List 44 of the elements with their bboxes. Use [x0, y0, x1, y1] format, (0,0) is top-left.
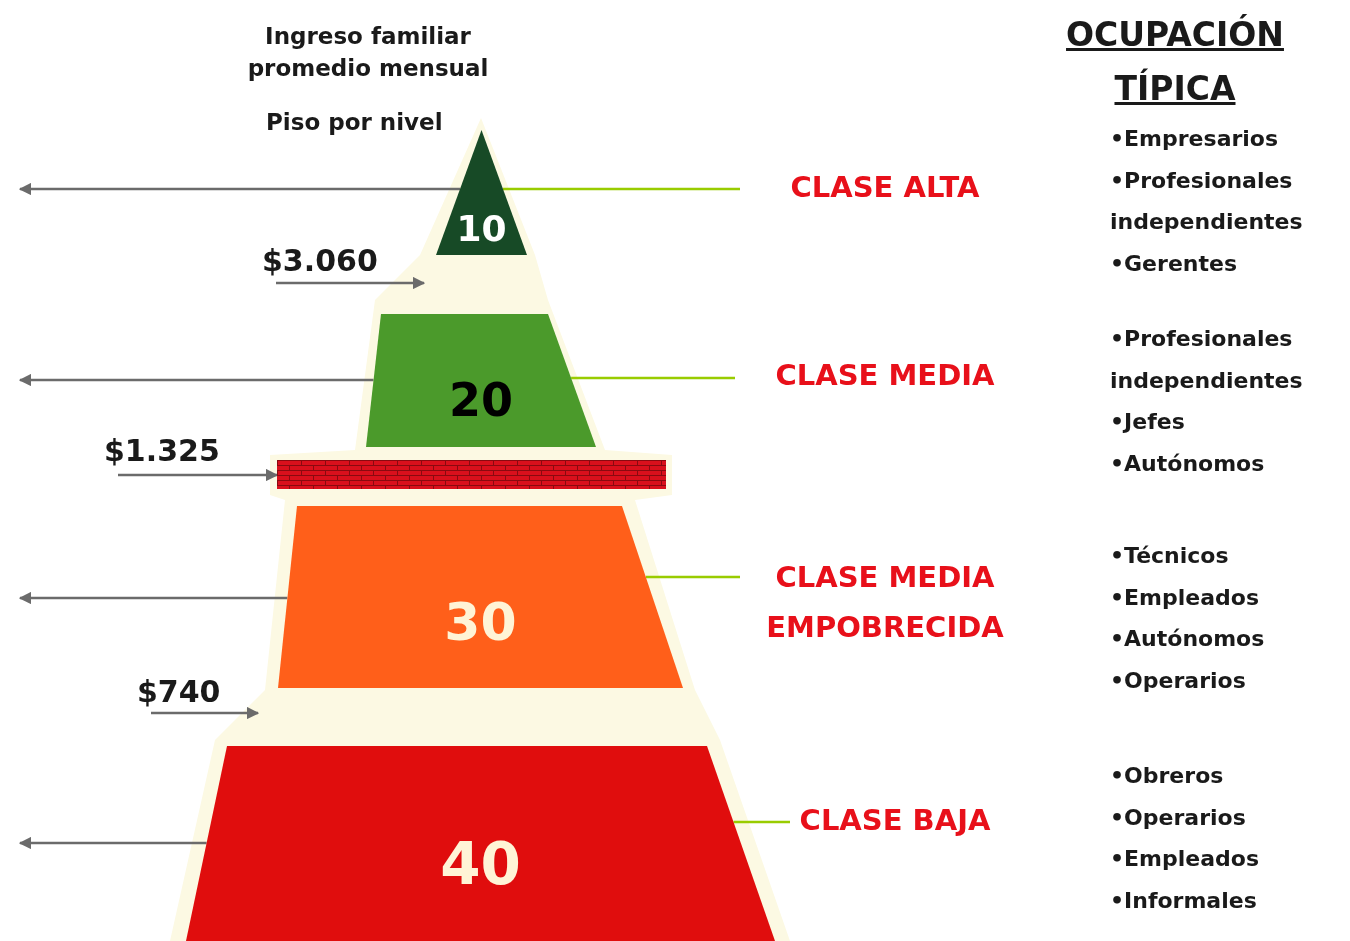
occupation-item: •Gerentes: [1110, 249, 1238, 278]
occupation-item: •Técnicos: [1110, 542, 1230, 570]
pyramid-level-trapezoid: [278, 506, 683, 688]
class-label: CLASE BAJA: [790, 795, 1000, 895]
column-heading: Ingreso familiar promedio mensual: [246, 22, 490, 83]
pyramid-level-trapezoid: [186, 746, 775, 941]
level-number: 30: [444, 596, 517, 654]
occupation-item: •Jefes: [1110, 408, 1186, 436]
connector-line: [733, 820, 790, 824]
connector-line: [645, 575, 740, 579]
occupation-item: •Autónomos: [1110, 625, 1266, 653]
column-subheading: Piso por nivel: [266, 108, 443, 137]
income-floor-value: $1.325: [104, 433, 236, 469]
occupation-item: •Autónomos: [1110, 449, 1266, 478]
arrow: [18, 836, 207, 850]
arrow: [118, 468, 279, 482]
arrow: [18, 182, 460, 196]
occupation-item: •Empleados: [1110, 583, 1261, 612]
level-number: 20: [449, 377, 513, 429]
class-label: CLASE MEDIA: [735, 350, 1035, 400]
pyramid-level-trapezoid: [366, 314, 596, 447]
connector-line: [571, 376, 735, 380]
occupation-item: •Operarios: [1110, 803, 1247, 832]
occupation-item: •Empleados: [1110, 845, 1261, 873]
occupation-item: •Profesionales independientes: [1110, 325, 1304, 395]
connector-line: [503, 187, 740, 191]
level-number: 10: [456, 211, 507, 251]
income-floor-value: $3.060: [262, 243, 397, 279]
level-number: 40: [440, 835, 521, 900]
occupation-item: •Operarios: [1110, 666, 1247, 695]
class-label: CLASE ALTA: [740, 162, 1030, 212]
arrow: [276, 276, 426, 290]
occupation-item: •Profesionales independientes: [1110, 166, 1304, 236]
pyramid-level-triangle: [436, 130, 527, 255]
occupation-item: •Obreros: [1110, 762, 1225, 790]
column-heading: OCUPACIÓN TÍPICA: [1065, 13, 1285, 110]
occupation-item: •Informales: [1110, 886, 1258, 915]
occupation-item: •Empresarios: [1110, 125, 1280, 153]
arrow: [18, 591, 288, 605]
income-floor-value: $740: [137, 674, 237, 710]
brick-wall-bar: [277, 460, 666, 489]
arrow: [18, 373, 374, 387]
class-label: CLASE MEDIA EMPOBRECIDA: [740, 552, 1030, 702]
arrow: [151, 706, 260, 720]
